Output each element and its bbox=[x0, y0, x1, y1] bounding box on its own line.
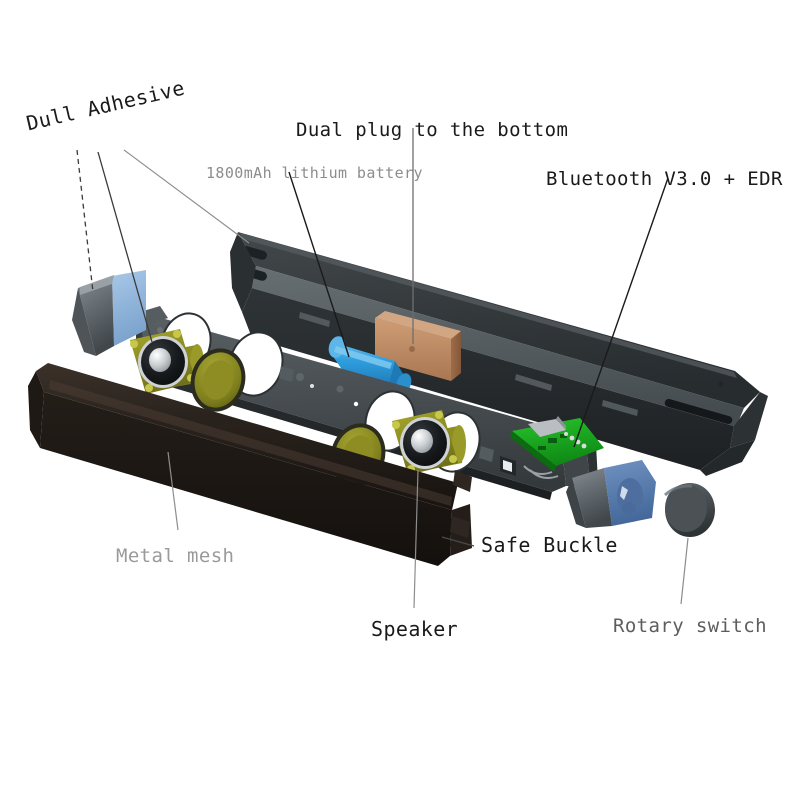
part-right-end-cap bbox=[566, 460, 656, 528]
callout-bluetooth: Bluetooth V3.0 + EDR bbox=[546, 168, 783, 190]
part-top-housing bbox=[230, 232, 768, 476]
part-rotary-knob bbox=[663, 483, 715, 537]
part-metal-mesh bbox=[28, 363, 472, 566]
part-battery bbox=[328, 336, 412, 394]
part-bluetooth-pcb bbox=[510, 416, 604, 479]
callout-speaker: Speaker bbox=[371, 617, 459, 641]
part-passive-radiator bbox=[190, 348, 246, 412]
part-speaker-driver bbox=[392, 410, 466, 475]
callout-battery: 1800mAh lithium battery bbox=[206, 164, 423, 182]
callout-rotary-switch: Rotary switch bbox=[613, 615, 767, 637]
callout-safe-buckle: Safe Buckle bbox=[481, 533, 618, 557]
callout-metal-mesh: Metal mesh bbox=[116, 545, 235, 567]
callout-dual-plug: Dual plug to the bottom bbox=[296, 119, 569, 141]
leader-lines bbox=[76, 128, 689, 609]
